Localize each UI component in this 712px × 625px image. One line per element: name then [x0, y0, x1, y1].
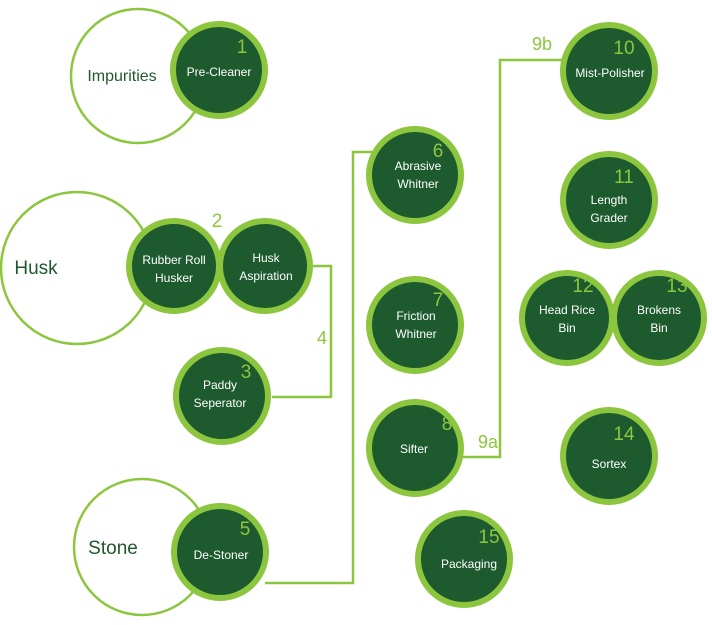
number-6: 6	[433, 141, 444, 162]
connector-aspiration-to-paddy	[272, 264, 333, 399]
label-paddy-line1: Paddy	[203, 378, 237, 392]
number-8: 8	[442, 414, 453, 435]
label-pre-cleaner: Pre-Cleaner	[187, 65, 252, 79]
label-rubber-roll-line1: Rubber Roll	[142, 253, 205, 267]
node-sifter	[366, 399, 464, 497]
label-husk-aspiration-line1: Husk	[252, 251, 280, 265]
node-head-rice-bin	[519, 270, 615, 366]
label-abrasive-line1: Abrasive	[395, 159, 442, 173]
number-5: 5	[240, 519, 251, 540]
node-pre-cleaner	[170, 21, 268, 119]
step-label-9b: 9b	[532, 34, 552, 54]
label-head-rice-line1: Head Rice	[539, 303, 595, 317]
number-15: 15	[478, 527, 499, 548]
node-friction-whitner	[366, 276, 464, 374]
label-friction-line2: Whitner	[395, 327, 436, 341]
number-13: 13	[666, 276, 687, 297]
node-paddy-seperator	[173, 347, 271, 445]
node-husk-aspiration	[217, 218, 313, 314]
node-length-grader	[560, 151, 658, 249]
number-3: 3	[241, 362, 252, 383]
label-paddy-line2: Seperator	[194, 396, 247, 410]
label-abrasive-line2: Whitner	[397, 177, 438, 191]
step-label-4: 4	[317, 328, 327, 348]
husk-label: Husk	[14, 258, 58, 279]
label-sortex: Sortex	[592, 457, 627, 471]
label-sifter: Sifter	[400, 442, 428, 456]
number-10: 10	[613, 38, 634, 59]
label-packaging: Packaging	[441, 557, 497, 571]
label-head-rice-line2: Bin	[558, 321, 575, 335]
node-de-stoner	[171, 503, 269, 601]
node-brokens-bin	[611, 270, 707, 366]
number-11: 11	[614, 167, 634, 188]
impurities-label: Impurities	[87, 68, 156, 85]
label-rubber-roll-line2: Husker	[155, 271, 193, 285]
node-mist-polisher	[560, 22, 658, 120]
label-de-stoner: De-Stoner	[194, 548, 249, 562]
number-1: 1	[237, 37, 248, 58]
step-label-9a: 9a	[478, 432, 499, 452]
number-12: 12	[572, 276, 593, 297]
connector-sifter-to-polisher	[462, 58, 565, 459]
node-sortex	[560, 407, 658, 505]
label-husk-aspiration-line2: Aspiration	[239, 269, 292, 283]
node-abrasive-whitner	[366, 126, 464, 224]
number-14: 14	[613, 424, 635, 445]
number-7: 7	[433, 290, 444, 311]
connector-destoner-to-abrasive	[265, 150, 380, 585]
node-packaging	[415, 510, 513, 608]
label-brokens-line2: Bin	[650, 321, 667, 335]
stone-label: Stone	[88, 538, 138, 559]
label-length-line2: Grader	[590, 211, 627, 225]
label-friction-line1: Friction	[396, 309, 435, 323]
number-2: 2	[212, 211, 223, 232]
label-length-line1: Length	[591, 193, 628, 207]
label-brokens-line1: Brokens	[637, 303, 681, 317]
label-mist-polisher: Mist-Polisher	[575, 66, 644, 80]
